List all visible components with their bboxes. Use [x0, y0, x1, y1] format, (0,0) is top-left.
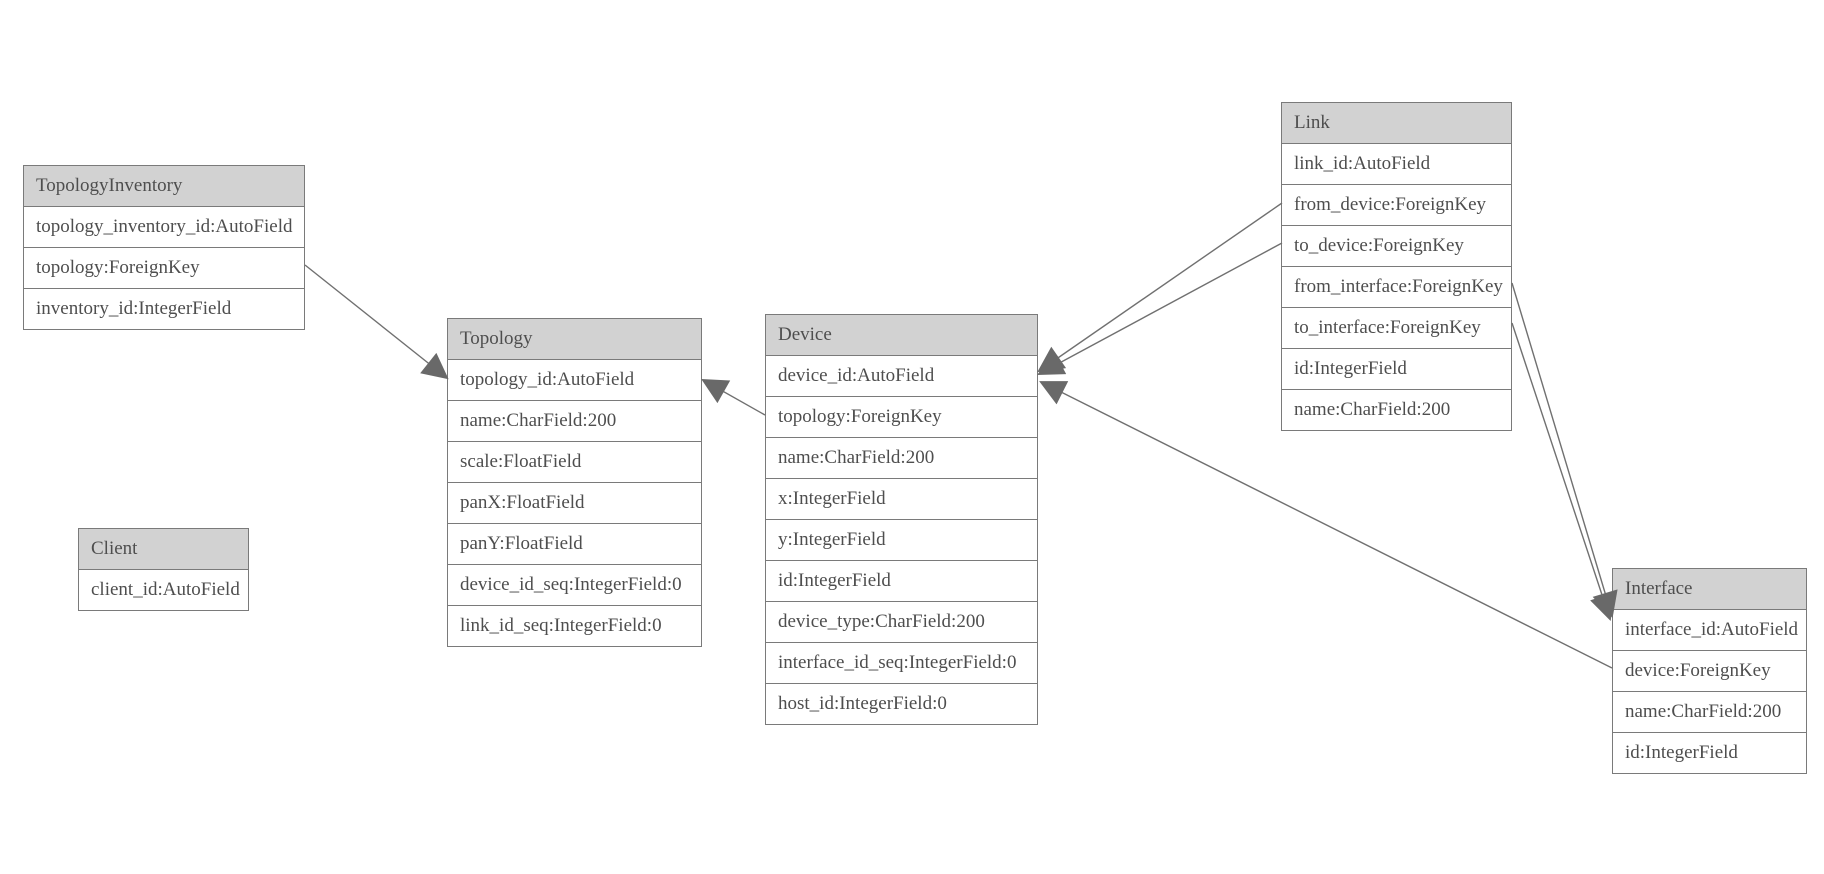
entity-device: Device device_id:AutoField topology:Fore… — [765, 314, 1038, 725]
edge-topologyinventory-topology — [304, 264, 449, 380]
entity-field: host_id:IntegerField:0 — [766, 683, 1037, 724]
entity-field: device_id_seq:IntegerField:0 — [448, 564, 701, 605]
entity-field: x:IntegerField — [766, 478, 1037, 519]
entity-field: topology_id:AutoField — [448, 360, 701, 400]
entity-field: y:IntegerField — [766, 519, 1037, 560]
entity-field: topology:ForeignKey — [24, 247, 304, 288]
entity-field: from_interface:ForeignKey — [1282, 266, 1511, 307]
entity-field: device:ForeignKey — [1613, 650, 1806, 691]
entity-field: topology_inventory_id:AutoField — [24, 207, 304, 247]
entity-field: id:IntegerField — [766, 560, 1037, 601]
entity-link: Link link_id:AutoField from_device:Forei… — [1281, 102, 1512, 431]
entity-link-header: Link — [1282, 103, 1511, 144]
entity-field: panY:FloatField — [448, 523, 701, 564]
edge-link-tointerface-interface — [1511, 322, 1615, 621]
entity-field: device_id:AutoField — [766, 356, 1037, 396]
entity-field: interface_id_seq:IntegerField:0 — [766, 642, 1037, 683]
edge-device-topology — [701, 378, 766, 416]
entity-field: client_id:AutoField — [79, 570, 248, 610]
entity-field: from_device:ForeignKey — [1282, 184, 1511, 225]
entity-topologyinventory: TopologyInventory topology_inventory_id:… — [23, 165, 305, 330]
edge-link-fromdevice-device — [1037, 202, 1283, 373]
entity-field: name:CharField:200 — [1613, 691, 1806, 732]
entity-field: to_interface:ForeignKey — [1282, 307, 1511, 348]
entity-field: to_device:ForeignKey — [1282, 225, 1511, 266]
entity-field: link_id:AutoField — [1282, 144, 1511, 184]
entity-field: link_id_seq:IntegerField:0 — [448, 605, 701, 646]
edge-link-todevice-device — [1037, 242, 1283, 375]
edge-link-frominterface-interface — [1511, 282, 1618, 618]
entity-field: id:IntegerField — [1282, 348, 1511, 389]
entity-field: topology:ForeignKey — [766, 396, 1037, 437]
entity-client: Client client_id:AutoField — [78, 528, 249, 611]
entity-field: name:CharField:200 — [448, 400, 701, 441]
entity-topology-header: Topology — [448, 319, 701, 360]
entity-field: scale:FloatField — [448, 441, 701, 482]
entity-field: device_type:CharField:200 — [766, 601, 1037, 642]
entity-field: interface_id:AutoField — [1613, 610, 1806, 650]
entity-device-header: Device — [766, 315, 1037, 356]
entity-field: inventory_id:IntegerField — [24, 288, 304, 329]
entity-field: panX:FloatField — [448, 482, 701, 523]
entity-interface-header: Interface — [1613, 569, 1806, 610]
entity-interface: Interface interface_id:AutoField device:… — [1612, 568, 1807, 774]
entity-client-header: Client — [79, 529, 248, 570]
entity-field: name:CharField:200 — [766, 437, 1037, 478]
entity-field: name:CharField:200 — [1282, 389, 1511, 430]
entity-field: id:IntegerField — [1613, 732, 1806, 773]
entity-topologyinventory-header: TopologyInventory — [24, 166, 304, 207]
entity-topology: Topology topology_id:AutoField name:Char… — [447, 318, 702, 647]
